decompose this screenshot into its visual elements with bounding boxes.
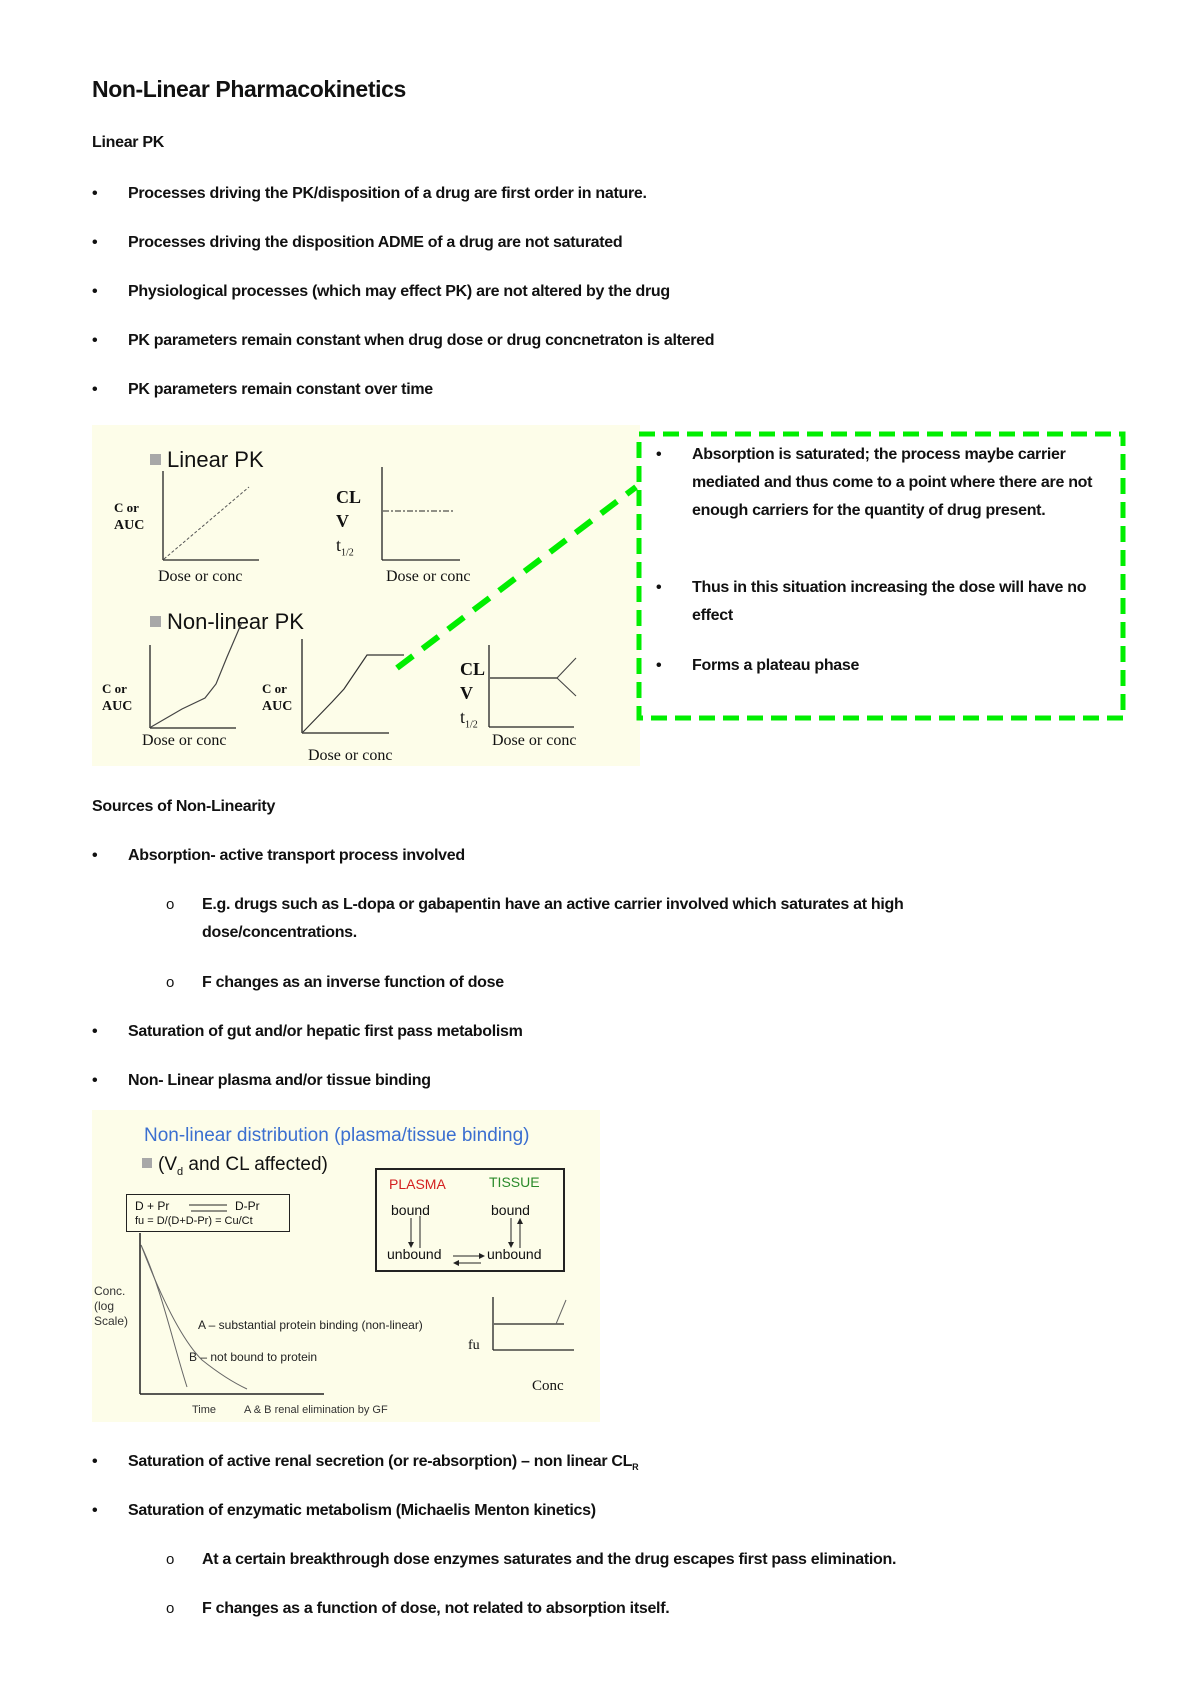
linear-pk-label: Linear PK [150,447,264,473]
bullet-icon: • [92,332,98,349]
x-axis-label: Dose or conc [158,568,243,585]
linear-pk-heading: Linear PK [92,134,164,151]
bullet-icon: • [656,657,662,674]
renal-note: A & B renal elimination by GF [244,1404,388,1416]
dashed-border [636,431,1126,721]
bullet-icon: • [92,1072,98,1089]
conc-axis-label: Conc [532,1378,564,1394]
exchange-arrows-icon [408,1216,523,1266]
sub-bullet-icon: o [166,974,175,991]
square-bullet-icon [142,1158,152,1168]
fu-axis-label: fu [468,1338,480,1353]
sub-bullet-icon: o [166,896,175,913]
sub-bullet-icon: o [166,1551,175,1568]
bullet-icon: • [92,847,98,864]
bullet-icon: • [92,1023,98,1040]
bullet-icon: • [92,381,98,398]
figure-subtitle: (Vd and CL affected) [142,1154,328,1178]
x-axis-label: Time [192,1404,217,1416]
curve-b-label: B – not bound to protein [189,1350,318,1364]
figure-title: Non-linear distribution (plasma/tissue b… [144,1125,530,1146]
concentration-time-plot [139,1233,574,1395]
equation-box: D + Pr D-Pr fu = D/(D+D-Pr) = Cu/Ct [126,1194,290,1232]
y-axis-label: CL V t1/2 [336,487,362,559]
nonlinear-distribution-figure: Non-linear distribution (plasma/tissue b… [92,1110,600,1422]
pk-plots-graphic [149,467,577,734]
bullet-icon: • [92,283,98,300]
y-axis-label: C or AUC [114,500,145,533]
bullet-icon: • [656,446,662,463]
square-bullet-icon [150,616,161,627]
bullet-icon: • [92,234,98,251]
y-axis-label: Conc. (log Scale) [94,1284,129,1328]
equilibrium-arrows-icon [189,1204,227,1212]
x-axis-label: Dose or conc [492,732,577,749]
x-axis-label: Dose or conc [308,747,393,764]
bullet-icon: • [92,185,98,202]
bullet-icon: • [656,579,662,596]
page-title: Non-Linear Pharmacokinetics [92,76,406,102]
curve-a-label: A – substantial protein binding (non-lin… [198,1318,423,1332]
y-axis-label: C or AUC [102,681,133,714]
sub-bullet-icon: o [166,1600,175,1617]
bullet-icon: • [92,1502,98,1519]
plasma-tissue-box: PLASMA TISSUE bound bound unbound unboun… [375,1168,565,1272]
bullet-icon: • [92,1453,98,1470]
x-axis-label: Dose or conc [142,732,227,749]
square-bullet-icon [150,454,161,465]
linear-vs-nonlinear-pk-figure: Linear PK C or AUC Dose or conc CL V t1/… [92,425,640,766]
sources-heading: Sources of Non-Linearity [92,798,276,815]
y-axis-label: C or AUC [262,681,293,714]
nonlinear-pk-label: Non-linear PK [150,609,304,635]
callout-box: • Absorption is saturated; the process m… [636,431,1126,721]
